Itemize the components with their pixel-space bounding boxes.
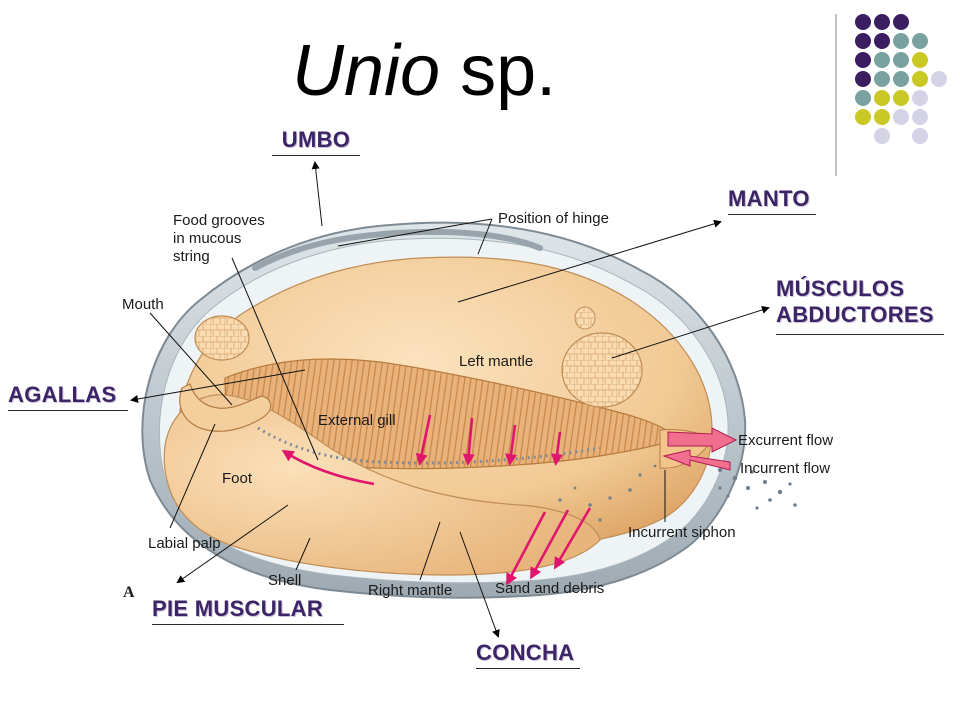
label-shell: Shell	[268, 572, 302, 589]
label-incurrent-siphon: Incurrent siphon	[628, 524, 736, 541]
labial-palp	[179, 383, 272, 432]
sand-debris-arrows	[506, 507, 592, 586]
label-food-grooves-line1: Food grooves	[173, 212, 265, 229]
title-genus: Unio	[292, 31, 441, 111]
label-concha: CONCHA	[476, 640, 580, 669]
food-groove-string	[257, 426, 601, 465]
decor-dot	[874, 109, 890, 125]
label-musculos-line2: ABDUCTORES	[776, 302, 944, 335]
spanish-leader-arrows	[130, 161, 770, 638]
decor-dot	[893, 52, 909, 68]
decor-dot	[912, 71, 928, 87]
title-species: sp.	[460, 31, 557, 111]
decor-dot	[855, 33, 871, 49]
sand-particles	[558, 464, 797, 522]
decor-dot	[874, 33, 890, 49]
decor-dot	[855, 109, 871, 125]
label-pie-muscular: PIE MUSCULAR	[152, 596, 344, 625]
page-title: Unio sp.	[292, 30, 556, 112]
decor-dot	[893, 14, 909, 30]
label-figure-letter: A	[123, 584, 135, 601]
label-excurrent-flow: Excurrent flow	[738, 432, 834, 449]
label-right-mantle: Right mantle	[368, 582, 453, 599]
decor-dot	[893, 71, 909, 87]
decor-dot	[912, 33, 928, 49]
diagram-leader-lines	[149, 218, 666, 581]
decor-dot	[912, 52, 928, 68]
incurrent-flow-arrow	[662, 449, 731, 471]
decor-dot	[874, 128, 890, 144]
label-position-of-hinge: Position of hinge	[498, 210, 609, 227]
label-incurrent-flow: Incurrent flow	[740, 460, 831, 477]
label-labial-palp: Labial palp	[148, 535, 221, 552]
posterior-adductor-muscle	[561, 332, 643, 408]
anterior-adductor-muscle	[194, 315, 250, 361]
decor-dot	[912, 90, 928, 106]
excurrent-flow-arrow	[667, 427, 738, 453]
decor-dot	[874, 90, 890, 106]
label-sand-and-debris: Sand and debris	[495, 580, 605, 597]
label-manto: MANTO	[728, 186, 816, 215]
label-mouth: Mouth	[122, 296, 164, 313]
label-left-mantle: Left mantle	[459, 353, 534, 370]
small-muscle-scar	[574, 306, 596, 330]
decor-dot	[874, 71, 890, 87]
label-food-grooves-line3: string	[173, 248, 210, 265]
decor-dot	[893, 33, 909, 49]
decor-dot	[874, 52, 890, 68]
decor-dot	[855, 71, 871, 87]
decor-dot	[912, 109, 928, 125]
decor-dot	[874, 14, 890, 30]
decor-dot	[893, 90, 909, 106]
label-external-gill: External gill	[318, 412, 396, 429]
decor-dot	[893, 109, 909, 125]
decor-dot	[912, 128, 928, 144]
label-umbo: UMBO	[272, 127, 360, 156]
label-food-grooves-line2: in mucous	[173, 230, 242, 247]
decor-dot	[931, 71, 947, 87]
label-foot: Foot	[222, 470, 253, 487]
label-musculos-abductores: MÚSCULOS ABDUCTORES	[776, 276, 944, 335]
label-musculos-line1: MÚSCULOS	[776, 276, 905, 301]
label-agallas: AGALLAS	[8, 382, 128, 411]
decor-dot	[855, 14, 871, 30]
decor-dot	[855, 90, 871, 106]
label-food-grooves: Food grooves in mucous string	[173, 212, 265, 266]
decor-dot	[855, 52, 871, 68]
foot	[163, 394, 601, 576]
gill-cilia-arrows	[281, 414, 564, 486]
